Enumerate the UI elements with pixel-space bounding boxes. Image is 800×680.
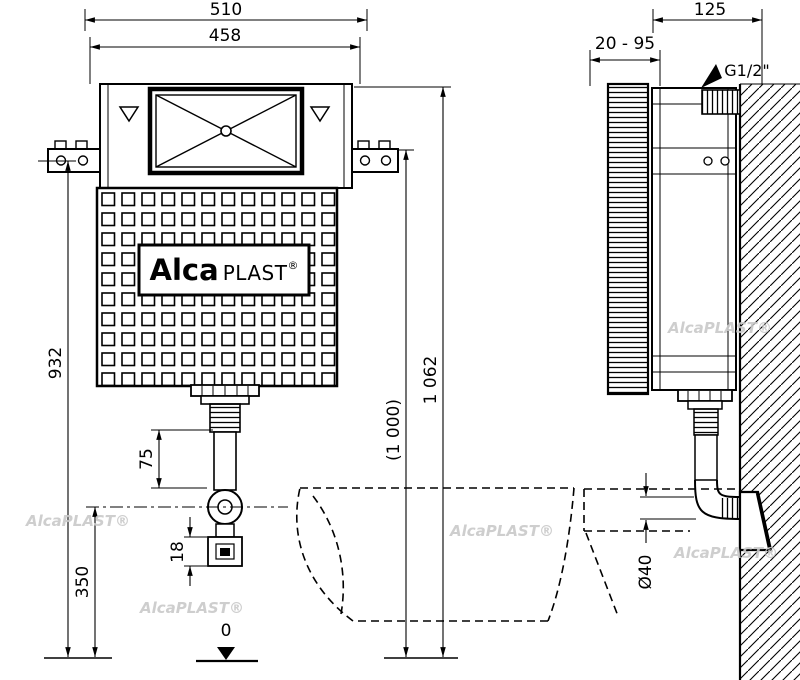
water-inlet-callout: G1/2" xyxy=(701,61,770,88)
brand-watermark: AlcaPLAST® xyxy=(667,319,772,337)
drain-pipe-wall-exit xyxy=(738,490,773,552)
floor-datum: 0 xyxy=(44,621,458,663)
dimension-depth: 125 xyxy=(652,0,763,85)
brand-watermark: AlcaPLAST® xyxy=(25,512,130,530)
wall-bracket-right xyxy=(351,140,399,173)
drain-elbow-side xyxy=(694,479,741,520)
dimension-height-left: 932 xyxy=(38,160,76,657)
side-view: 125 20 - 95 G1/2" xyxy=(583,0,800,680)
dim-inner-width-label: 458 xyxy=(209,26,241,46)
dim-height-alt-label: (1 000) xyxy=(384,399,404,461)
water-level-icon xyxy=(309,106,331,123)
dim-floor-level-label: 0 xyxy=(221,621,232,641)
wall-bracket-left xyxy=(47,140,101,173)
dimension-outlet-axis-height: 350 xyxy=(73,507,98,657)
cover-center-pivot xyxy=(220,125,232,137)
access-cover xyxy=(147,86,305,176)
water-level-symbols xyxy=(118,106,331,123)
dim-drain-diameter-label: Ø40 xyxy=(636,554,656,589)
toilet-outline-side xyxy=(583,488,737,617)
dimension-height-right: 1 062 xyxy=(354,86,451,657)
water-inlet-label: G1/2" xyxy=(724,61,770,80)
dimension-outlet-offset: 18 xyxy=(168,517,207,586)
brand-watermark: AlcaPLAST® xyxy=(673,544,778,562)
dimension-inner-width: 458 xyxy=(89,26,361,84)
dimension-drain-diameter: Ø40 xyxy=(636,473,696,590)
dim-outlet-offset-label: 18 xyxy=(168,541,188,563)
wall-anchor xyxy=(701,89,741,115)
watermarks: AlcaPLAST® AlcaPLAST® AlcaPLAST® AlcaPLA… xyxy=(25,319,778,617)
brand-watermark: AlcaPLAST® xyxy=(449,522,554,540)
toilet-outline-front xyxy=(296,487,575,622)
flush-valve-assembly xyxy=(190,384,260,567)
pointer-arrow-icon xyxy=(701,64,722,88)
dimension-height-alt: (1 000) xyxy=(384,149,414,657)
floor-datum-marker xyxy=(217,647,235,660)
brand-watermark: AlcaPLAST® xyxy=(139,599,244,617)
dim-adjustment-range-label: 20 - 95 xyxy=(595,34,655,54)
dimension-valve-offset: 75 xyxy=(137,429,213,489)
dim-depth-label: 125 xyxy=(694,0,726,20)
dim-height-left-label: 932 xyxy=(46,347,66,379)
drain-assembly-side xyxy=(677,389,773,552)
frame-rail xyxy=(606,82,650,396)
brand-logo-alca: Alca xyxy=(150,253,219,287)
registered-mark-icon: ® xyxy=(287,259,298,272)
front-view: 510 458 xyxy=(38,0,575,663)
wall-section xyxy=(738,83,800,680)
dim-height-right-label: 1 062 xyxy=(421,356,441,405)
dimension-adjustment-range: 20 - 95 xyxy=(589,34,661,86)
dim-outlet-axis-height-label: 350 xyxy=(73,566,93,598)
water-level-icon xyxy=(118,106,140,123)
cistern-side-profile xyxy=(651,87,737,391)
dim-overall-width-label: 510 xyxy=(210,0,242,20)
dim-valve-offset-label: 75 xyxy=(137,448,157,470)
dimension-overall-width: 510 xyxy=(84,0,368,31)
brand-logo-plast: PLAST xyxy=(223,261,288,285)
